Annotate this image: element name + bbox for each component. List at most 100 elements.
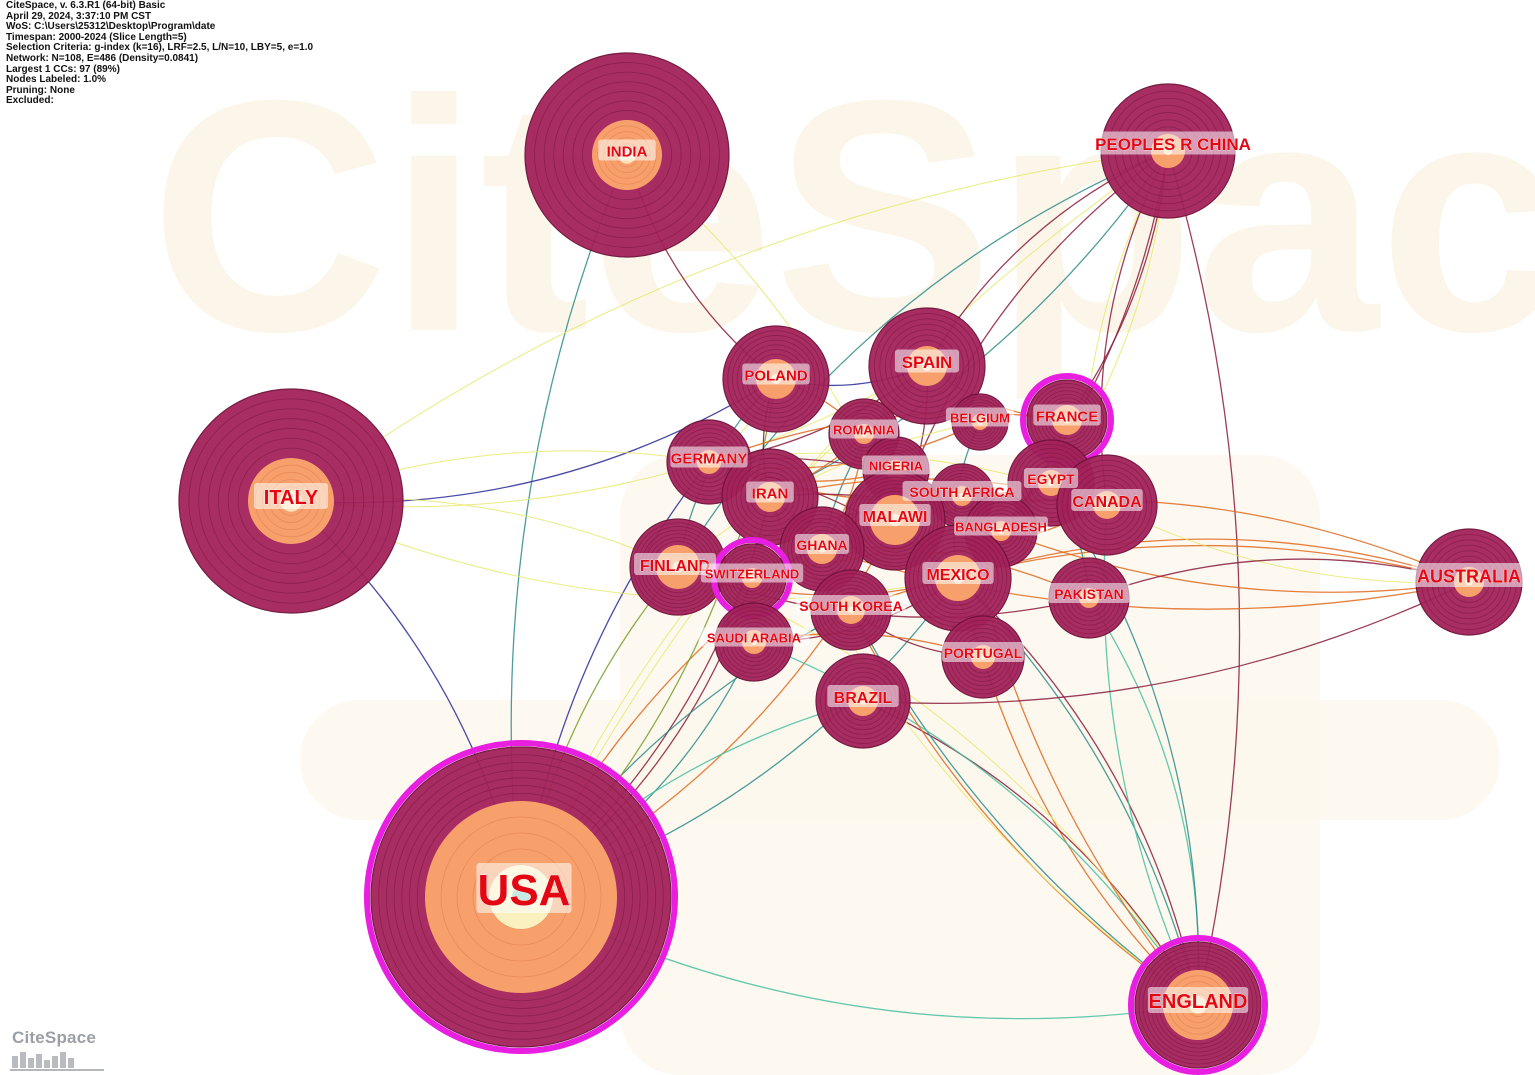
label-background bbox=[698, 627, 810, 647]
label-background bbox=[945, 407, 1015, 427]
label-background bbox=[1048, 583, 1130, 603]
label-italy: ITALY bbox=[264, 487, 319, 509]
node-time-ring bbox=[378, 754, 664, 1040]
node-time-ring bbox=[921, 541, 995, 615]
label-background bbox=[1071, 489, 1143, 511]
label-background bbox=[476, 863, 572, 913]
node-time-ring bbox=[562, 90, 692, 220]
label-france: FRANCE bbox=[1036, 408, 1099, 425]
info-line-nodes-labeled: Nodes Labeled: 1.0% bbox=[6, 74, 107, 86]
link-italy-china bbox=[290, 150, 1169, 502]
node-time-ring bbox=[820, 658, 906, 744]
label-background bbox=[1023, 468, 1079, 488]
node-time-ring bbox=[884, 323, 970, 409]
label-egypt: EGYPT bbox=[1027, 471, 1075, 487]
node-time-ring bbox=[731, 458, 809, 536]
node-time-ring bbox=[1142, 949, 1254, 1061]
node-time-ring bbox=[553, 81, 701, 229]
centrality-ring bbox=[364, 740, 678, 1054]
label-background bbox=[894, 349, 960, 373]
label-background bbox=[742, 363, 810, 385]
label-background bbox=[634, 553, 716, 575]
label-background bbox=[1411, 563, 1527, 587]
label-india: INDIA bbox=[607, 143, 648, 160]
citespace-logo: CiteSpace bbox=[8, 1028, 108, 1074]
label-background bbox=[1033, 404, 1101, 426]
label-belgium: BELGIUM bbox=[950, 411, 1010, 426]
node-time-ring bbox=[416, 792, 626, 1002]
node-time-ring bbox=[409, 785, 633, 1009]
label-poland: POLAND bbox=[744, 367, 808, 384]
node-time-ring bbox=[858, 483, 932, 557]
info-line-excluded: Excluded: bbox=[6, 95, 54, 107]
node-time-ring bbox=[917, 537, 999, 619]
node-time-ring bbox=[736, 339, 816, 419]
label-background bbox=[700, 563, 804, 583]
node-core-ring bbox=[440, 816, 602, 978]
label-mexico: MEXICO bbox=[926, 567, 989, 584]
node-time-ring bbox=[735, 462, 805, 532]
node-time-ring bbox=[791, 518, 853, 580]
watermark-text: CiteSpace bbox=[150, 31, 1535, 402]
label-england: ENGLAND bbox=[1149, 991, 1248, 1013]
node-time-ring bbox=[824, 662, 902, 740]
label-finland: FINLAND bbox=[640, 558, 710, 575]
node-time-ring bbox=[740, 467, 800, 527]
label-southkorea: SOUTH KOREA bbox=[799, 598, 902, 614]
node-time-ring bbox=[543, 71, 711, 239]
label-ghana: GHANA bbox=[796, 537, 847, 553]
node-time-ring bbox=[1061, 459, 1153, 551]
label-germany: GERMANY bbox=[671, 450, 748, 467]
info-line-app: CiteSpace, v. 6.3.R1 (64-bit) Basic bbox=[6, 0, 166, 11]
node-time-ring bbox=[879, 318, 975, 414]
label-background bbox=[598, 139, 656, 161]
centrality-ring bbox=[1128, 935, 1268, 1075]
node-time-ring bbox=[745, 472, 795, 522]
label-canada: CANADA bbox=[1072, 494, 1142, 511]
node-time-ring bbox=[726, 453, 814, 541]
label-portugal: PORTUGAL bbox=[944, 645, 1023, 661]
label-background bbox=[859, 504, 931, 526]
info-line-date: April 29, 2024, 3:37:10 PM CST bbox=[6, 10, 152, 22]
label-background bbox=[796, 595, 906, 615]
label-brazil: BRAZIL bbox=[834, 690, 893, 707]
info-line-network: Network: N=108, E=486 (Density=0.0841) bbox=[6, 52, 199, 64]
label-pakistan: PAKISTAN bbox=[1054, 586, 1123, 602]
node-time-ring bbox=[198, 408, 384, 594]
node-time-ring bbox=[208, 418, 374, 584]
label-usa: USA bbox=[478, 866, 571, 915]
label-background bbox=[954, 516, 1048, 536]
label-background bbox=[670, 446, 748, 468]
label-background bbox=[922, 562, 994, 584]
node-time-ring bbox=[855, 480, 935, 560]
info-line-source: WoS: C:\Users\25312\Desktop\Program\date bbox=[6, 21, 216, 33]
node-time-ring bbox=[874, 313, 980, 419]
logo-bars-icon bbox=[10, 1052, 104, 1071]
label-australia: AUSTRALIA bbox=[1417, 566, 1521, 586]
node-time-ring bbox=[1138, 945, 1258, 1065]
node-time-ring bbox=[741, 344, 811, 414]
label-background bbox=[254, 483, 328, 509]
node-time-ring bbox=[218, 428, 364, 574]
link-australia-mexico bbox=[957, 538, 1470, 583]
label-iran: IRAN bbox=[752, 485, 789, 502]
link-china-iran bbox=[769, 150, 1169, 498]
label-background bbox=[746, 481, 794, 503]
label-bangladesh: BANGLADESH bbox=[955, 520, 1047, 535]
label-background bbox=[902, 481, 1022, 501]
node-time-ring bbox=[890, 329, 964, 403]
info-line-timespan: Timespan: 2000-2024 (Slice Length=5) bbox=[6, 31, 187, 43]
node-time-ring bbox=[1146, 953, 1250, 1057]
info-line-criteria: Selection Criteria: g-index (k=16), LRF=… bbox=[6, 42, 314, 54]
node-time-ring bbox=[393, 769, 649, 1025]
node-time-ring bbox=[386, 762, 656, 1032]
node-time-ring bbox=[582, 110, 672, 200]
link-australia-brazil bbox=[862, 581, 1470, 705]
link-china-england bbox=[1167, 150, 1241, 1006]
label-background bbox=[829, 419, 899, 439]
label-romania: ROMANIA bbox=[833, 423, 896, 438]
watermark: CiteSpace bbox=[150, 31, 1535, 1075]
node-core-ring bbox=[597, 125, 657, 185]
label-nigeria: NIGERIA bbox=[869, 459, 924, 474]
